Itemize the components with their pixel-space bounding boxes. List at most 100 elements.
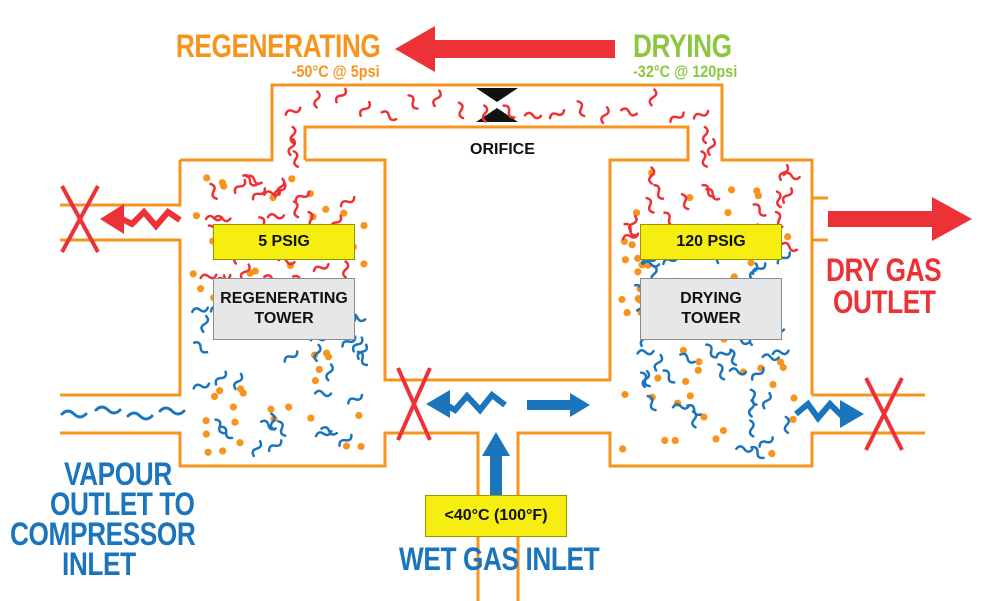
moisture-molecule — [523, 111, 543, 120]
desiccant-bead — [315, 365, 323, 374]
desiccant-bead — [671, 436, 679, 445]
moisture-molecule — [646, 394, 657, 412]
moisture-molecule — [701, 183, 716, 198]
desiccant-bead — [769, 380, 777, 389]
desiccant-bead — [342, 442, 351, 450]
moisture-molecule — [358, 100, 372, 117]
desiccant-bead — [682, 377, 690, 386]
moisture-molecule — [289, 125, 297, 145]
moisture-molecule — [748, 262, 759, 281]
moisture-molecule — [623, 222, 638, 237]
right-tower-pressure: 120 PSIG — [640, 224, 782, 260]
desiccant-bead — [237, 385, 245, 393]
moisture-molecule — [619, 107, 639, 117]
moisture-molecule — [380, 110, 398, 122]
desiccant-bead — [779, 363, 787, 372]
regenerating-title: REGENERATING — [175, 28, 380, 64]
moisture-molecule — [481, 104, 489, 123]
moisture-molecule — [735, 445, 754, 453]
wet-gas-inlet-label: WET GAS INLET — [399, 541, 600, 577]
right-tower-name-line2: TOWER — [681, 310, 741, 327]
moisture-molecule — [700, 150, 708, 168]
moisture-molecule — [758, 436, 774, 448]
moisture-molecule — [313, 90, 321, 109]
desiccant-bead — [727, 186, 736, 194]
desiccant-bead — [210, 392, 219, 401]
desiccant-bead — [686, 193, 694, 202]
desiccant-bead — [621, 256, 630, 264]
moisture-molecule — [219, 425, 234, 440]
moisture-molecule — [356, 350, 369, 367]
dry-gas-outlet-line1: DRY GAS — [826, 252, 942, 288]
moisture-molecule — [276, 177, 286, 196]
desiccant-bead — [196, 285, 205, 293]
zigzag-arrow-top-left — [100, 204, 182, 234]
moisture-molecule — [339, 195, 356, 208]
moisture-molecule — [748, 419, 755, 438]
left-tower-name: REGENERATING TOWER — [213, 278, 355, 340]
orifice-icon — [476, 88, 518, 122]
vapour-outlet-line4: INLET — [62, 546, 136, 582]
desiccant-bead — [311, 377, 320, 385]
moisture-molecule — [761, 391, 772, 410]
moisture-molecule — [245, 174, 263, 186]
desiccant-bead — [634, 254, 642, 262]
moisture-molecule — [457, 101, 465, 120]
moisture-molecule — [273, 182, 287, 198]
flow-arrow-to-drying — [527, 393, 590, 417]
moisture-molecule — [313, 389, 333, 398]
moisture-molecule — [214, 370, 228, 386]
moisture-molecule — [191, 306, 210, 314]
moisture-molecule — [679, 352, 696, 364]
moisture-molecule — [294, 190, 311, 203]
desiccant-bead — [695, 358, 703, 366]
desiccant-bead — [189, 270, 197, 278]
moisture-molecule — [502, 104, 516, 119]
moisture-molecule — [621, 232, 640, 241]
desiccant-bead — [712, 435, 720, 443]
moisture-molecule — [775, 190, 783, 209]
moisture-molecule — [782, 171, 801, 181]
vapour-outlet-line1: VAPOUR — [64, 456, 172, 492]
desiccant-bead — [203, 174, 211, 182]
moisture-molecule — [686, 403, 703, 417]
flow-arrow-top — [395, 26, 615, 72]
moisture-molecule — [653, 353, 664, 372]
desiccant-bead — [686, 392, 694, 400]
desiccant-bead — [784, 233, 792, 241]
right-tower-name: DRYING TOWER — [640, 278, 782, 340]
moisture-molecule — [251, 439, 263, 458]
zigzag-arrow-blocked-inlet — [426, 390, 507, 418]
desiccant-bead — [754, 192, 762, 200]
moisture-molecule — [209, 182, 218, 200]
desiccant-bead — [340, 209, 348, 217]
desiccant-bead — [202, 430, 210, 438]
moisture-molecule — [266, 213, 286, 220]
moisture-molecule — [320, 425, 339, 436]
moisture-molecule — [356, 343, 369, 361]
moisture-molecule — [292, 200, 300, 219]
desiccant-bead — [634, 268, 642, 276]
moisture-molecule — [636, 349, 655, 356]
desiccant-bead — [694, 366, 702, 374]
moisture-molecule — [752, 203, 767, 217]
moisture-molecule — [653, 183, 665, 201]
moisture-molecule — [334, 87, 348, 104]
moisture-molecule — [239, 263, 251, 281]
moisture-molecule — [645, 196, 655, 214]
moisture-molecule — [200, 314, 210, 334]
dry-gas-outlet-line2: OUTLET — [833, 284, 936, 320]
desiccant-bead — [776, 358, 785, 366]
desiccant-bead — [219, 447, 227, 455]
moisture-molecule — [251, 187, 267, 201]
left-tower-pressure: 5 PSIG — [213, 224, 355, 260]
desiccant-bead — [619, 445, 627, 453]
desiccant-bead — [267, 405, 275, 413]
moisture-molecule — [749, 388, 758, 406]
moisture-molecule — [192, 382, 211, 390]
moisture-molecule — [750, 366, 765, 381]
moisture-molecule — [283, 350, 299, 363]
moisture-molecule — [781, 187, 794, 204]
moisture-molecule — [717, 363, 726, 381]
desiccant-bead — [322, 205, 330, 213]
